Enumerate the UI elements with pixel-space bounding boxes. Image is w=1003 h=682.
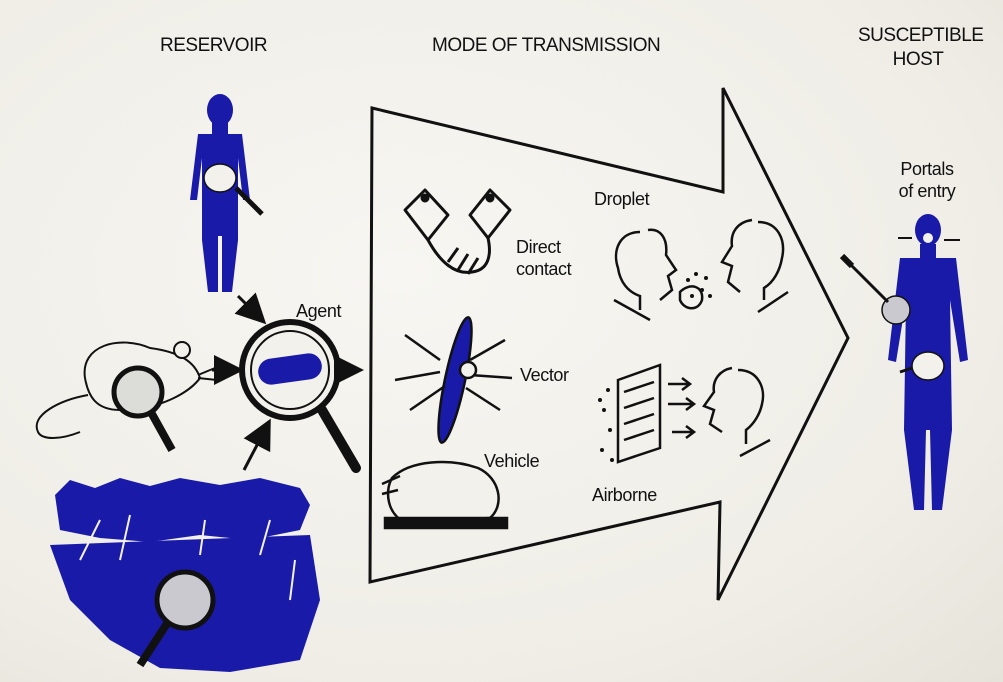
susceptible-host-figure xyxy=(842,214,968,510)
human-reservoir-figure xyxy=(190,94,262,292)
mosquito-icon xyxy=(395,315,512,444)
portals-of-entry-label-line1: Portals xyxy=(882,158,972,180)
handshake-icon xyxy=(405,190,510,274)
portals-of-entry-label: Portals of entry xyxy=(882,158,972,202)
agent-label: Agent xyxy=(296,300,341,322)
airborne-label: Airborne xyxy=(592,484,657,506)
susceptible-host-heading-line2: HOST xyxy=(858,48,978,72)
direct-contact-label-line2: contact xyxy=(516,258,571,280)
droplet-faces-icon xyxy=(614,220,788,320)
airborne-icon xyxy=(598,365,770,462)
agent-magnifier-figure xyxy=(242,322,356,468)
mode-of-transmission-heading: MODE OF TRANSMISSION xyxy=(432,34,660,58)
portals-of-entry-label-line2: of entry xyxy=(882,180,972,202)
vehicle-label: Vehicle xyxy=(484,450,539,472)
reservoir-heading: RESERVOIR xyxy=(160,34,267,58)
environment-reservoir-figure xyxy=(50,478,320,672)
rat-reservoir-figure xyxy=(37,342,217,450)
susceptible-host-heading: SUSCEPTIBLE HOST xyxy=(858,24,978,72)
susceptible-host-heading-line1: SUSCEPTIBLE xyxy=(858,24,978,48)
vector-label: Vector xyxy=(520,364,569,386)
direct-contact-label-line1: Direct xyxy=(516,236,571,258)
direct-contact-label: Direct contact xyxy=(516,236,571,280)
droplet-label: Droplet xyxy=(594,188,649,210)
